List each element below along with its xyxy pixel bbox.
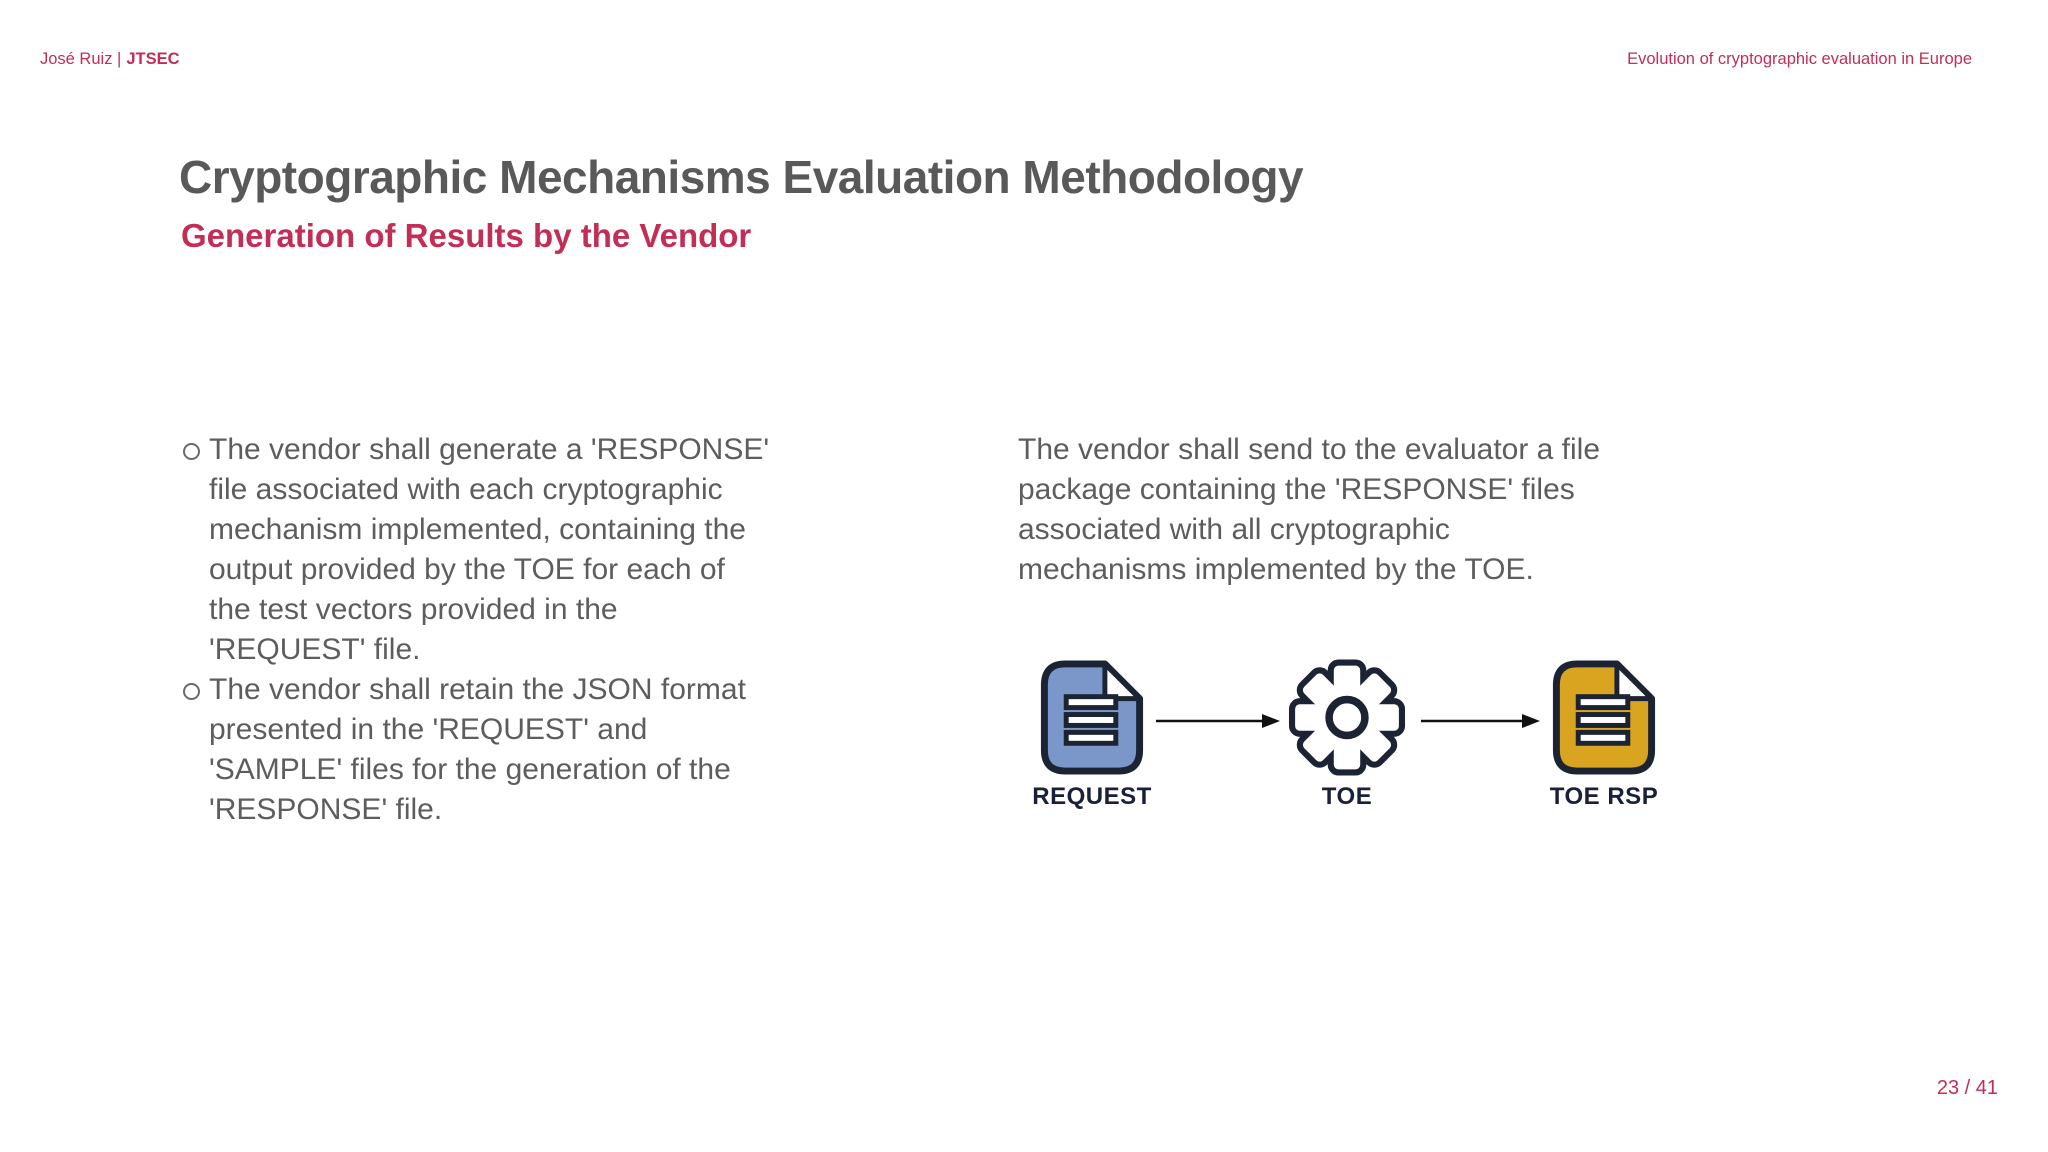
bullet-text: The vendor shall generate a 'RESPONSE' f… <box>209 433 770 666</box>
slide-subtitle: Generation of Results by the Vendor <box>181 217 752 254</box>
header-deck-title: Evolution of cryptographic evaluation in… <box>1627 50 1972 68</box>
diagram-node-toe-rsp: TOE RSP <box>1524 659 1684 811</box>
flow-arrow-icon <box>1421 714 1540 728</box>
brand-name: JTSEC <box>126 50 180 68</box>
diagram-node-request: REQUEST <box>1012 659 1172 811</box>
node-label: TOE <box>1321 783 1373 810</box>
right-paragraph: The vendor shall send to the evaluator a… <box>1018 433 1601 586</box>
request-document-icon <box>1040 660 1144 775</box>
flow-diagram: REQUEST <box>1012 659 1712 829</box>
page-number: 23 / 41 <box>1936 1077 1998 1099</box>
diagram-node-toe: TOE <box>1267 659 1427 811</box>
node-label: REQUEST <box>1032 783 1152 810</box>
toe-rsp-document-icon <box>1552 660 1656 775</box>
slide-title: Cryptographic Mechanisms Evaluation Meth… <box>179 151 1304 203</box>
header-author: José Ruiz |JTSEC <box>40 50 180 69</box>
flow-arrow-icon <box>1156 714 1280 728</box>
right-column: The vendor shall send to the evaluator a… <box>1018 430 1718 590</box>
bullet-list: The vendor shall generate a 'RESPONSE' f… <box>183 430 863 830</box>
bullet-item: The vendor shall generate a 'RESPONSE' f… <box>183 430 863 670</box>
gear-icon <box>1288 659 1406 776</box>
bullet-item: The vendor shall retain the JSON format … <box>183 670 863 830</box>
bullet-circle-icon <box>183 443 200 460</box>
node-label: TOE RSP <box>1549 783 1659 810</box>
bullet-text: The vendor shall retain the JSON format … <box>209 673 746 826</box>
author-name: José Ruiz | <box>40 50 122 68</box>
bullet-circle-icon <box>183 683 200 700</box>
